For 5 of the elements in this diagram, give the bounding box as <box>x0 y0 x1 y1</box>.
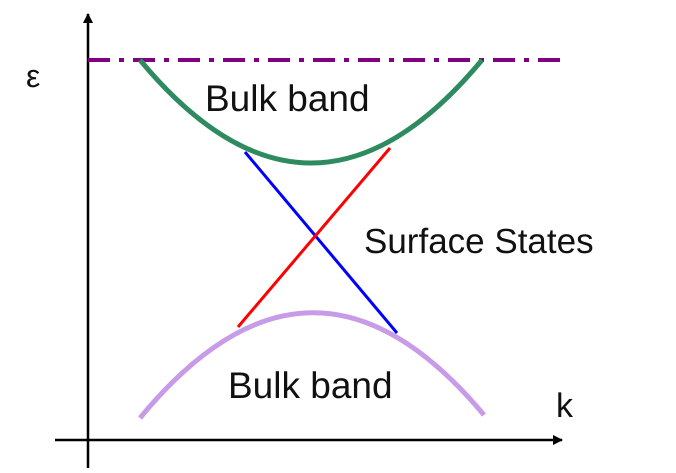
axis-label: ε <box>26 60 40 92</box>
band-label: Bulk band <box>228 367 393 404</box>
axis-label: k <box>556 389 573 423</box>
band-label: Bulk band <box>205 80 370 117</box>
region-label: Surface States <box>364 224 594 259</box>
